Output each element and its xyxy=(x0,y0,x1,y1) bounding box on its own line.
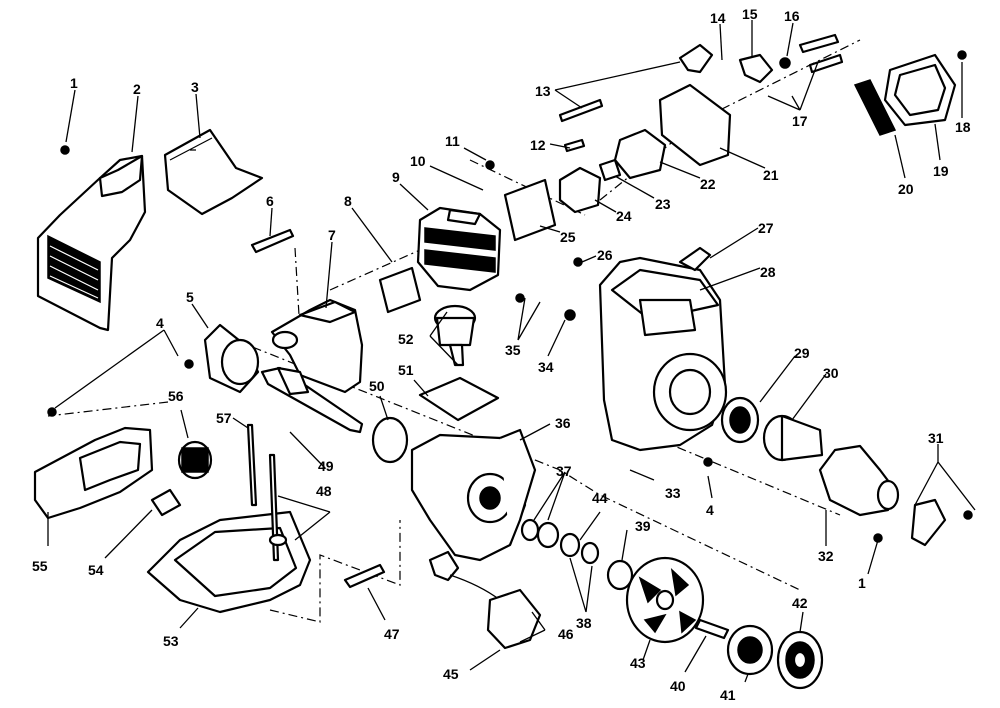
label-7: 7 xyxy=(328,227,336,243)
part-flywheel xyxy=(625,556,705,644)
part-hardware xyxy=(558,33,967,153)
label-1-second: 1 xyxy=(858,575,866,591)
label-23: 23 xyxy=(655,196,671,212)
label-8: 8 xyxy=(344,193,352,209)
part-spring-42 xyxy=(776,630,824,690)
part-grommet-48 xyxy=(268,533,288,547)
label-15: 15 xyxy=(742,6,758,22)
label-6: 6 xyxy=(266,193,274,209)
part-air-filter xyxy=(203,323,260,394)
part-deflector xyxy=(163,128,264,216)
label-1: 1 xyxy=(70,75,78,91)
label-5: 5 xyxy=(186,289,194,305)
part-rod-48 xyxy=(268,453,280,562)
leader-lines xyxy=(47,20,976,683)
part-bracket-54 xyxy=(150,488,182,517)
label-21: 21 xyxy=(763,167,779,183)
part-carb-group xyxy=(503,83,732,242)
part-gasket-51 xyxy=(418,376,500,422)
part-screws xyxy=(47,160,973,543)
label-10: 10 xyxy=(410,153,426,169)
label-50: 50 xyxy=(369,378,385,394)
part-muffler xyxy=(270,298,364,394)
part-air-cover xyxy=(853,53,957,136)
label-27: 27 xyxy=(758,220,774,236)
part-screw-6 xyxy=(250,228,295,254)
label-54: 54 xyxy=(88,562,104,578)
part-gasket-8 xyxy=(378,266,422,314)
label-20: 20 xyxy=(898,181,914,197)
part-pin-40 xyxy=(694,618,730,640)
label-53: 53 xyxy=(163,633,179,649)
label-49: 49 xyxy=(318,458,334,474)
label-44: 44 xyxy=(592,490,608,506)
part-pulley-41 xyxy=(726,624,774,676)
label-18: 18 xyxy=(955,119,971,135)
label-56: 56 xyxy=(168,388,184,404)
part-rod-57 xyxy=(246,423,258,507)
part-tube-47 xyxy=(343,563,386,589)
label-45: 45 xyxy=(443,666,459,682)
part-seals xyxy=(520,518,634,591)
label-40: 40 xyxy=(670,678,686,694)
part-fuel-tank xyxy=(33,426,213,520)
label-47: 47 xyxy=(384,626,400,642)
part-starter-housing xyxy=(598,246,728,452)
label-19: 19 xyxy=(933,163,949,179)
part-crankcase xyxy=(410,428,537,562)
part-crankshaft xyxy=(260,366,364,434)
part-seal-50 xyxy=(371,416,409,464)
label-17: 17 xyxy=(792,113,808,129)
part-drive-housing xyxy=(818,444,947,547)
label-55: 55 xyxy=(32,558,48,574)
label-39: 39 xyxy=(635,518,651,534)
label-48: 48 xyxy=(316,483,332,499)
callout-labels: 1 2 3 4 5 6 7 8 9 10 11 12 13 14 15 16 1… xyxy=(32,6,971,703)
label-33: 33 xyxy=(665,485,681,501)
label-24: 24 xyxy=(616,208,632,224)
label-52: 52 xyxy=(398,331,414,347)
label-16: 16 xyxy=(784,8,800,24)
label-22: 22 xyxy=(700,176,716,192)
label-32: 32 xyxy=(818,548,834,564)
part-ignition xyxy=(428,550,542,650)
label-42: 42 xyxy=(792,595,808,611)
label-29: 29 xyxy=(794,345,810,361)
label-4: 4 xyxy=(156,315,164,331)
label-11: 11 xyxy=(445,133,460,149)
label-37: 37 xyxy=(556,463,572,479)
label-38: 38 xyxy=(576,615,592,631)
part-cylinder xyxy=(416,206,502,292)
part-pulley-29 xyxy=(720,396,760,444)
label-41: 41 xyxy=(720,687,736,703)
label-43: 43 xyxy=(630,655,646,671)
label-12: 12 xyxy=(530,137,546,153)
label-4-second: 4 xyxy=(706,502,714,518)
part-drum-30 xyxy=(762,414,824,462)
label-3: 3 xyxy=(191,79,199,95)
label-26: 26 xyxy=(597,247,613,263)
part-engine-cover xyxy=(36,145,147,332)
label-14: 14 xyxy=(710,10,726,26)
label-13: 13 xyxy=(535,83,551,99)
label-57: 57 xyxy=(216,410,232,426)
part-piston xyxy=(433,304,477,367)
label-25: 25 xyxy=(560,229,576,245)
label-34: 34 xyxy=(538,359,554,375)
label-30: 30 xyxy=(823,365,839,381)
label-51: 51 xyxy=(398,362,414,378)
part-base-plate xyxy=(146,510,312,614)
label-36: 36 xyxy=(555,415,571,431)
label-46: 46 xyxy=(558,626,574,642)
label-31: 31 xyxy=(928,430,944,446)
label-35: 35 xyxy=(505,342,521,358)
label-2: 2 xyxy=(133,81,141,97)
label-28: 28 xyxy=(760,264,776,280)
label-9: 9 xyxy=(392,169,400,185)
